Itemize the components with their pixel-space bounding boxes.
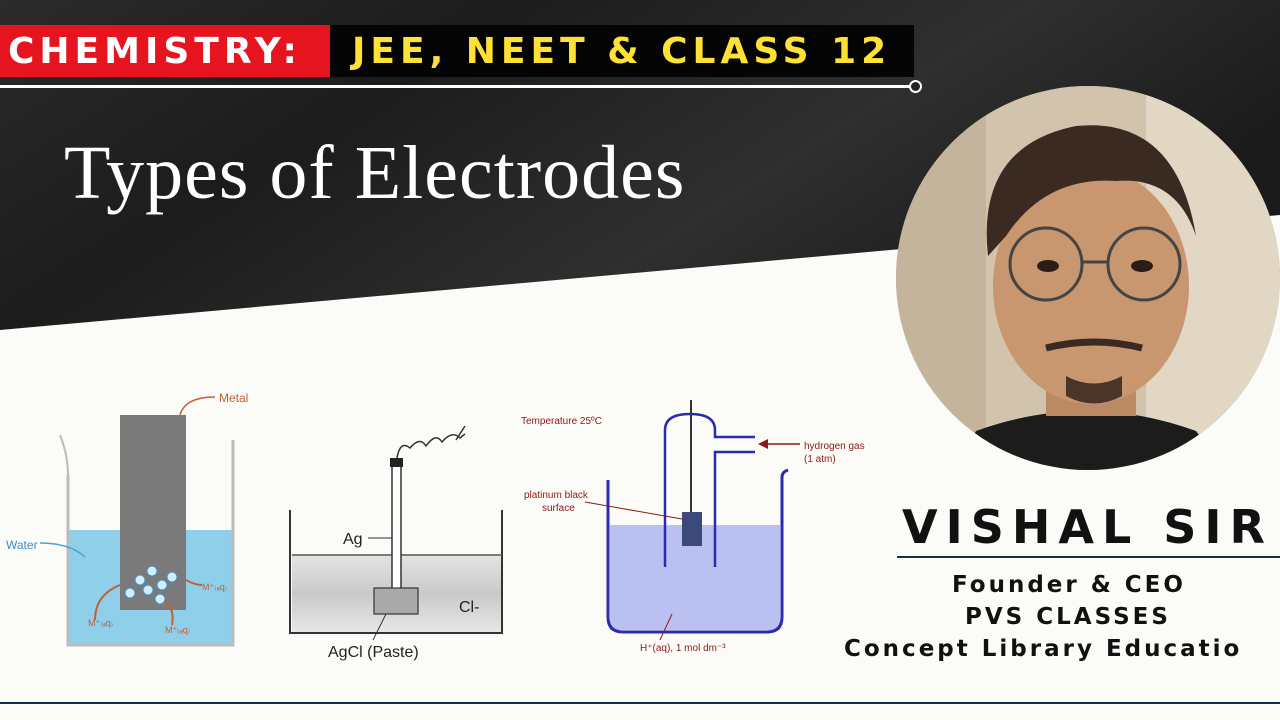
header-rule — [0, 85, 912, 88]
agcl-label: AgCl (Paste) — [328, 644, 419, 661]
svg-text:M⁺₍ₐq₎: M⁺₍ₐq₎ — [202, 582, 227, 592]
container-outline — [289, 510, 503, 634]
instructor-role: Founder & CEO — [952, 572, 1186, 598]
platinum-label-line2: surface — [542, 503, 575, 514]
instructor-name: VISHAL SIR — [902, 500, 1273, 554]
cl-label: Cl- — [459, 599, 479, 616]
subject-tag: CHEMISTRY: — [0, 25, 330, 77]
ag-label: Ag — [343, 531, 363, 548]
exams-label: JEE, NEET & CLASS 12 — [352, 30, 892, 72]
gas-label-line1: hydrogen gas — [804, 441, 865, 452]
avatar — [896, 86, 1280, 470]
subject-label: CHEMISTRY: — [8, 30, 302, 72]
solution-label: H⁺(aq), 1 mol dm⁻³ — [640, 643, 726, 654]
exams-tag: JEE, NEET & CLASS 12 — [330, 25, 914, 77]
instructor-company: PVS CLASSES — [965, 604, 1171, 630]
silver-chloride-electrode-diagram: Ag Cl- AgCl (Paste) — [289, 425, 503, 661]
coiled-wire — [396, 433, 466, 459]
svg-text:M⁺₍ₐq₎: M⁺₍ₐq₎ — [165, 625, 190, 635]
portrait-illustration — [896, 86, 1280, 470]
temperature-label: Temperature 25ºC — [521, 416, 602, 427]
water-label: Water — [6, 538, 38, 552]
hydrogen-electrode-diagram: Temperature 25ºC hydrogen gas (1 atm) pl… — [521, 400, 865, 654]
instructor-org: Concept Library Educatio — [844, 636, 1243, 662]
platinum-label-line1: platinum black — [524, 490, 589, 501]
metal-electrode-diagram: Metal Water M⁺₍ₐq₎ M⁺₍ₐq₎ M⁺₍ₐq₎ — [6, 391, 248, 647]
agcl-paste — [373, 587, 419, 615]
page-title: Types of Electrodes — [64, 131, 686, 215]
platinum-plate — [682, 512, 702, 546]
gas-inlet-arrow-icon — [758, 439, 768, 449]
svg-text:M⁺₍ₐq₎: M⁺₍ₐq₎ — [88, 618, 113, 628]
metal-rod — [120, 415, 186, 610]
silver-wire — [391, 464, 402, 604]
beaker-outline — [606, 468, 789, 634]
dark-background-band — [0, 0, 1280, 330]
gas-label-line2: (1 atm) — [804, 454, 836, 465]
beaker-outline — [66, 440, 235, 647]
bottom-rule — [0, 702, 1280, 704]
metal-label: Metal — [219, 391, 248, 405]
header-rule-dot — [909, 80, 922, 93]
name-underline — [897, 556, 1280, 558]
glass-tube-inner — [713, 450, 755, 567]
